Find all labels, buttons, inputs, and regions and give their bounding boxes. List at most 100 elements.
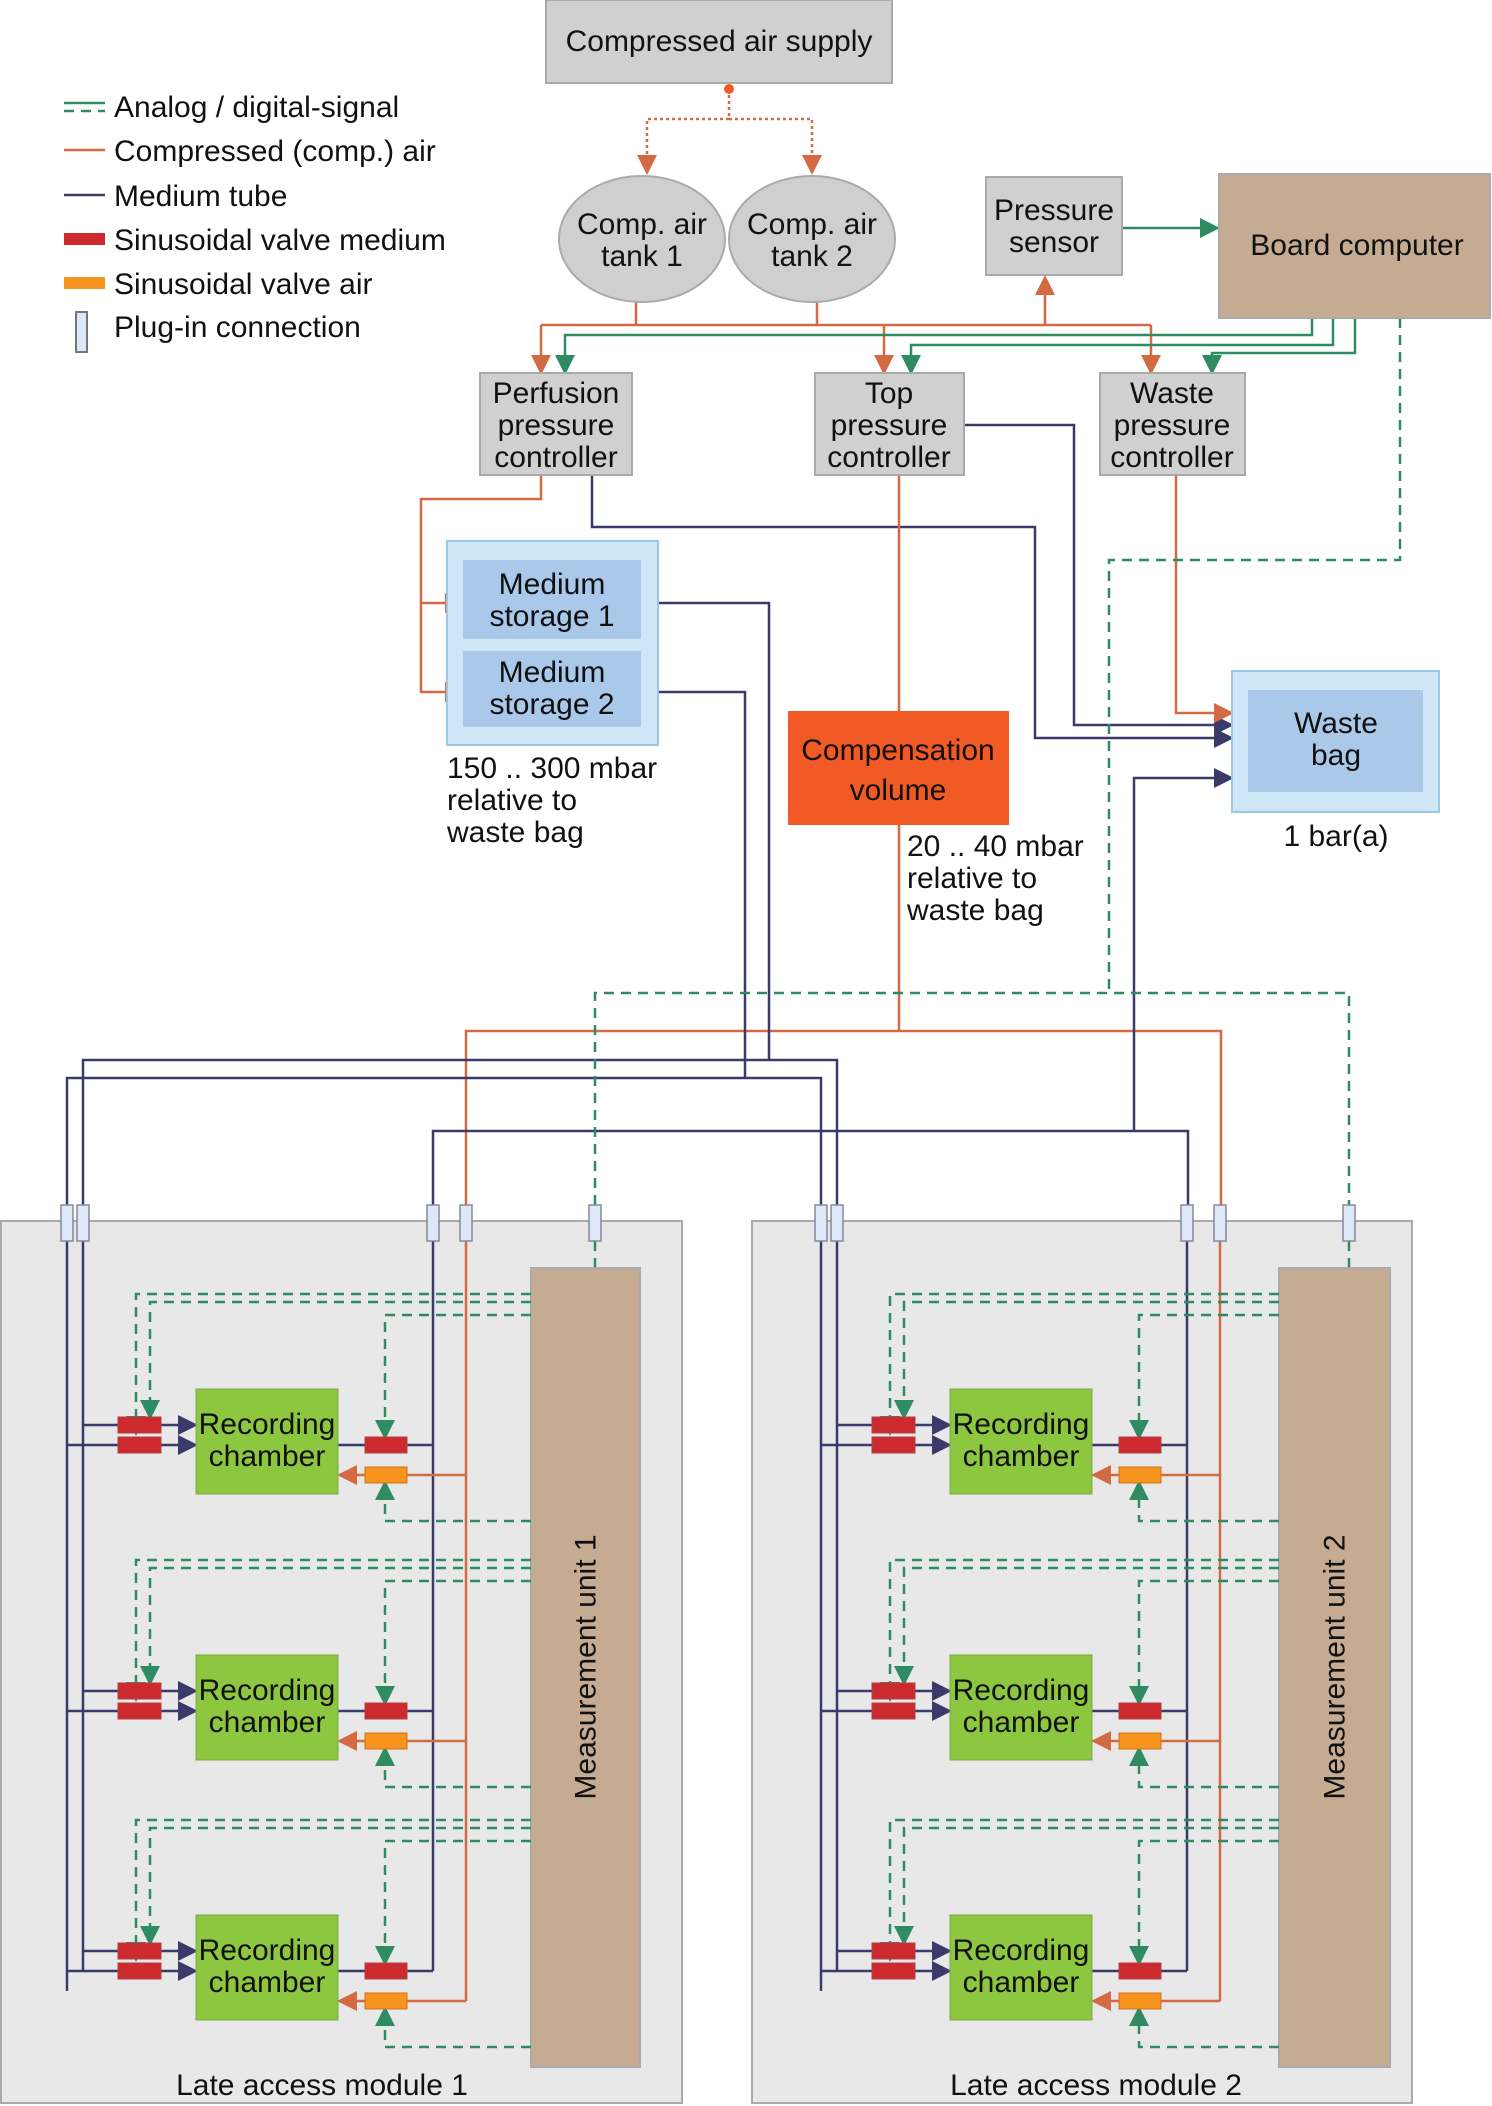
svg-text:relative to: relative to xyxy=(907,862,1037,895)
valve-air-icon xyxy=(364,1732,408,1750)
plug-in-connection-icon xyxy=(459,1204,473,1242)
perfusion-pressure-controller: Perfusion pressure controller xyxy=(479,372,633,476)
plug-in-connection-icon xyxy=(588,1204,602,1242)
valve-medium-icon xyxy=(364,1436,408,1454)
svg-text:sensor: sensor xyxy=(1009,226,1099,259)
recording-chamber-label: Recording xyxy=(953,1674,1090,1707)
legend-valve-medium: Sinusoidal valve medium xyxy=(114,224,446,257)
svg-text:Board computer: Board computer xyxy=(1250,229,1463,262)
pressure-sensor: Pressure sensor xyxy=(985,176,1123,276)
valve-medium-icon xyxy=(871,1702,916,1720)
recording-chamber-label: chamber xyxy=(963,1966,1080,1999)
top-pressure-controller: Top pressure controller xyxy=(814,372,965,476)
recording-chamber-label: Recording xyxy=(199,1408,336,1441)
medium-storage-1: Medium xyxy=(499,568,606,601)
measurement-unit xyxy=(530,1267,641,2068)
svg-text:storage 1: storage 1 xyxy=(489,600,614,633)
svg-text:Pressure: Pressure xyxy=(994,194,1114,227)
valve-air-icon xyxy=(1118,1466,1162,1484)
valve-air-icon xyxy=(364,1466,408,1484)
svg-text:150 .. 300 mbar: 150 .. 300 mbar xyxy=(447,752,657,785)
measurement-unit xyxy=(1278,1267,1391,2068)
svg-text:Comp. air: Comp. air xyxy=(747,208,877,241)
module-1: Measurement unit 1RecordingchamberRecord… xyxy=(60,1204,641,2102)
svg-text:waste bag: waste bag xyxy=(906,894,1044,927)
recording-chamber-label: chamber xyxy=(209,1966,326,1999)
valve-air-icon xyxy=(364,1992,408,2010)
tank-2: Comp. air tank 2 xyxy=(728,175,896,303)
plug-in-connection-icon xyxy=(426,1204,440,1242)
legend-signal: Analog / digital-signal xyxy=(114,91,399,124)
valve-medium-icon xyxy=(117,1682,162,1700)
svg-text:Waste: Waste xyxy=(1130,377,1214,410)
svg-text:controller: controller xyxy=(494,441,617,474)
svg-text:pressure: pressure xyxy=(831,409,948,442)
module-label: Late access module 1 xyxy=(176,2069,468,2102)
measurement-unit-label: Measurement unit 1 xyxy=(570,1534,603,1799)
valve-medium-icon xyxy=(364,1962,408,1980)
svg-text:Waste: Waste xyxy=(1294,707,1378,740)
legend-air: Compressed (comp.) air xyxy=(114,135,436,168)
svg-text:relative to: relative to xyxy=(447,784,577,817)
svg-text:bag: bag xyxy=(1311,739,1361,772)
valve-medium-icon xyxy=(871,1942,916,1960)
recording-chamber-label: chamber xyxy=(209,1440,326,1473)
storage-note: 150 .. 300 mbar relative to waste bag xyxy=(446,752,657,849)
valve-medium-icon xyxy=(117,1702,162,1720)
legend: Analog / digital-signal Compressed (comp… xyxy=(64,91,446,353)
recording-chamber-label: chamber xyxy=(209,1706,326,1739)
valve-medium-icon xyxy=(1118,1436,1162,1454)
waste-note: 1 bar(a) xyxy=(1283,820,1388,853)
svg-text:Comp. air: Comp. air xyxy=(577,208,707,241)
board-computer: Board computer xyxy=(1218,173,1491,319)
recording-chamber xyxy=(195,1914,339,2021)
valve-medium-icon xyxy=(117,1416,162,1434)
svg-text:Compressed air supply: Compressed air supply xyxy=(566,25,873,58)
waste-bag: Waste bag 1 bar(a) xyxy=(1231,670,1440,853)
module-label: Late access module 2 xyxy=(950,2069,1242,2102)
medium-storage-2: Medium xyxy=(499,656,606,689)
plug-in-connection-icon xyxy=(1213,1204,1227,1242)
recording-chamber xyxy=(949,1388,1093,1495)
plug-in-connection-icon xyxy=(830,1204,844,1242)
svg-text:tank 2: tank 2 xyxy=(771,240,853,273)
svg-text:tank 1: tank 1 xyxy=(601,240,683,273)
recording-chamber-label: Recording xyxy=(199,1674,336,1707)
measurement-unit-label: Measurement unit 2 xyxy=(1319,1534,1352,1799)
svg-text:20 .. 40 mbar: 20 .. 40 mbar xyxy=(907,830,1084,863)
svg-text:pressure: pressure xyxy=(1114,409,1231,442)
valve-medium-icon xyxy=(117,1436,162,1454)
valve-medium-icon xyxy=(117,1942,162,1960)
svg-text:Perfusion: Perfusion xyxy=(493,377,620,410)
plug-in-connection-icon xyxy=(814,1204,828,1242)
recording-chamber xyxy=(195,1654,339,1761)
valve-medium-icon xyxy=(1118,1962,1162,1980)
recording-chamber-label: chamber xyxy=(963,1706,1080,1739)
recording-chamber-label: Recording xyxy=(199,1934,336,1967)
plug-in-connection-icon xyxy=(1180,1204,1194,1242)
valve-medium-icon xyxy=(871,1436,916,1454)
valve-medium-icon xyxy=(1118,1702,1162,1720)
recording-chamber xyxy=(195,1388,339,1495)
svg-text:Top: Top xyxy=(865,377,913,410)
compensation-note: 20 .. 40 mbar relative to waste bag xyxy=(906,830,1084,927)
air-supply: Compressed air supply xyxy=(545,0,893,84)
module-2: Measurement unit 2RecordingchamberRecord… xyxy=(814,1204,1391,2102)
legend-medium: Medium tube xyxy=(114,180,287,213)
recording-chamber xyxy=(949,1654,1093,1761)
svg-text:volume: volume xyxy=(850,774,947,807)
waste-pressure-controller: Waste pressure controller xyxy=(1099,372,1246,476)
plug-in-connection-icon xyxy=(76,1204,90,1242)
valve-medium-icon xyxy=(871,1962,916,1980)
recording-chamber-label: chamber xyxy=(963,1440,1080,1473)
compensation-volume: Compensation volume xyxy=(788,711,1009,825)
plug-in-connection-icon xyxy=(60,1204,74,1242)
recording-chamber-label: Recording xyxy=(953,1408,1090,1441)
tank-1: Comp. air tank 1 xyxy=(558,175,726,303)
